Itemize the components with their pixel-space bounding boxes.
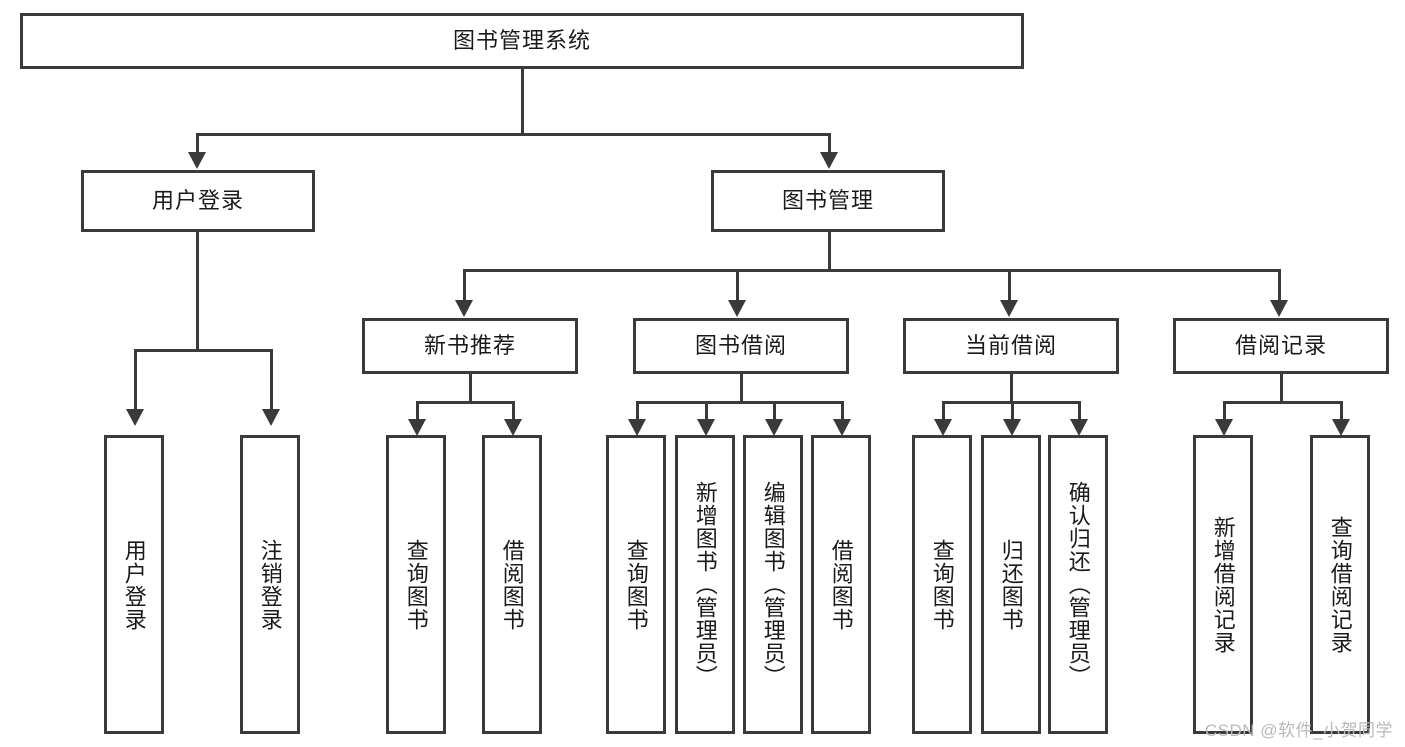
node-leaf-13-label: 查询借阅记录 (1327, 515, 1353, 654)
node-user-login[interactable]: 用户登录 (81, 170, 315, 232)
node-leaf-8[interactable]: 借阅图书 (811, 435, 871, 734)
node-leaf-3[interactable]: 查询图书 (386, 435, 446, 734)
node-root-label: 图书管理系统 (452, 27, 591, 53)
node-leaf-5[interactable]: 查询图书 (606, 435, 666, 734)
arrow-to-new-book-rec (455, 300, 473, 317)
node-leaf-5-label: 查询图书 (623, 538, 649, 631)
node-book-manage-label: 图书管理 (781, 187, 874, 213)
edge-user-login-stem (196, 232, 199, 352)
edge-nbr-bus (416, 401, 515, 404)
arrow-to-book-manage (820, 152, 838, 169)
edge-root-bus (196, 133, 830, 136)
node-leaf-3-label: 查询图书 (403, 538, 429, 631)
arrow-to-leaf-2 (262, 409, 280, 426)
edge-user-login-drop-1 (134, 349, 137, 411)
node-leaf-9-label: 查询图书 (929, 538, 955, 631)
arrow-to-leaf-9 (934, 419, 952, 436)
edge-bb-drop-2 (705, 401, 708, 423)
edge-nbr-drop-2 (512, 401, 515, 423)
edge-br-stem (1280, 374, 1283, 404)
edge-bb-drop-4 (841, 401, 844, 423)
node-book-borrow[interactable]: 图书借阅 (633, 318, 849, 374)
edge-bm-drop-3 (1008, 269, 1011, 302)
edge-user-login-bus (134, 349, 273, 352)
node-borrow-record-label: 借阅记录 (1234, 332, 1327, 358)
node-leaf-7-label: 编辑图书（管理员） (760, 481, 786, 688)
node-leaf-10-label: 归还图书 (998, 538, 1024, 631)
node-leaf-12-label: 新增借阅记录 (1210, 515, 1236, 654)
arrow-to-borrow-record (1270, 300, 1288, 317)
arrow-to-leaf-5 (628, 419, 646, 436)
arrow-to-leaf-8 (833, 419, 851, 436)
node-leaf-11-label: 确认归还（管理员） (1065, 481, 1091, 688)
edge-cb-drop-1 (942, 401, 945, 423)
edge-nbr-drop-1 (416, 401, 419, 423)
edge-cb-drop-2 (1011, 401, 1014, 423)
node-user-login-label: 用户登录 (151, 187, 244, 213)
node-leaf-2-label: 注销登录 (257, 538, 283, 631)
node-book-borrow-label: 图书借阅 (694, 332, 787, 358)
node-leaf-4-label: 借阅图书 (499, 538, 525, 631)
edge-cb-stem (1010, 374, 1013, 404)
edge-book-manage-bus (463, 269, 1281, 272)
node-root[interactable]: 图书管理系统 (20, 13, 1024, 69)
node-leaf-7[interactable]: 编辑图书（管理员） (743, 435, 803, 734)
arrow-to-current-borrow (1000, 300, 1018, 317)
edge-bb-stem (740, 374, 743, 404)
node-current-borrow-label: 当前借阅 (964, 332, 1057, 358)
arrow-to-leaf-12 (1215, 419, 1233, 436)
edge-nbr-stem (469, 374, 472, 404)
node-leaf-4[interactable]: 借阅图书 (482, 435, 542, 734)
edge-bb-bus (636, 401, 844, 404)
arrow-to-leaf-6 (697, 419, 715, 436)
arrow-to-leaf-4 (504, 419, 522, 436)
arrow-to-leaf-7 (765, 419, 783, 436)
edge-bm-drop-4 (1278, 269, 1281, 302)
edge-book-manage-stem (828, 232, 831, 272)
node-new-book-rec[interactable]: 新书推荐 (362, 318, 578, 374)
arrow-to-leaf-1 (126, 409, 144, 426)
edge-cb-drop-3 (1078, 401, 1081, 423)
node-leaf-2[interactable]: 注销登录 (240, 435, 300, 734)
arrow-to-book-borrow (728, 300, 746, 317)
arrow-to-leaf-11 (1070, 419, 1088, 436)
watermark-text: CSDN @软件_小贺同学 (1204, 721, 1393, 740)
edge-user-login-drop-2 (270, 349, 273, 411)
node-leaf-6[interactable]: 新增图书（管理员） (675, 435, 735, 734)
edge-bb-drop-3 (773, 401, 776, 423)
edge-bm-drop-1 (463, 269, 466, 302)
node-leaf-8-label: 借阅图书 (828, 538, 854, 631)
edge-root-stem (521, 69, 524, 133)
edge-root-to-book-manage (828, 133, 831, 155)
node-borrow-record[interactable]: 借阅记录 (1173, 318, 1389, 374)
arrow-to-leaf-13 (1332, 419, 1350, 436)
node-leaf-6-label: 新增图书（管理员） (692, 481, 718, 688)
node-leaf-12[interactable]: 新增借阅记录 (1193, 435, 1253, 734)
node-leaf-1[interactable]: 用户登录 (104, 435, 164, 734)
edge-br-bus (1223, 401, 1343, 404)
edge-br-drop-1 (1223, 401, 1226, 423)
edge-root-to-user-login (196, 133, 199, 155)
edge-bm-drop-2 (736, 269, 739, 302)
edge-bb-drop-1 (636, 401, 639, 423)
node-leaf-1-label: 用户登录 (121, 538, 147, 631)
edge-cb-bus (942, 401, 1078, 404)
node-book-manage[interactable]: 图书管理 (711, 170, 945, 232)
node-leaf-13[interactable]: 查询借阅记录 (1310, 435, 1370, 734)
arrow-to-leaf-10 (1003, 419, 1021, 436)
edge-br-drop-2 (1340, 401, 1343, 423)
node-leaf-10[interactable]: 归还图书 (981, 435, 1041, 734)
arrow-to-user-login (188, 152, 206, 169)
node-current-borrow[interactable]: 当前借阅 (903, 318, 1119, 374)
node-leaf-9[interactable]: 查询图书 (912, 435, 972, 734)
arrow-to-leaf-3 (408, 419, 426, 436)
node-leaf-11[interactable]: 确认归还（管理员） (1048, 435, 1108, 734)
node-new-book-rec-label: 新书推荐 (423, 332, 516, 358)
